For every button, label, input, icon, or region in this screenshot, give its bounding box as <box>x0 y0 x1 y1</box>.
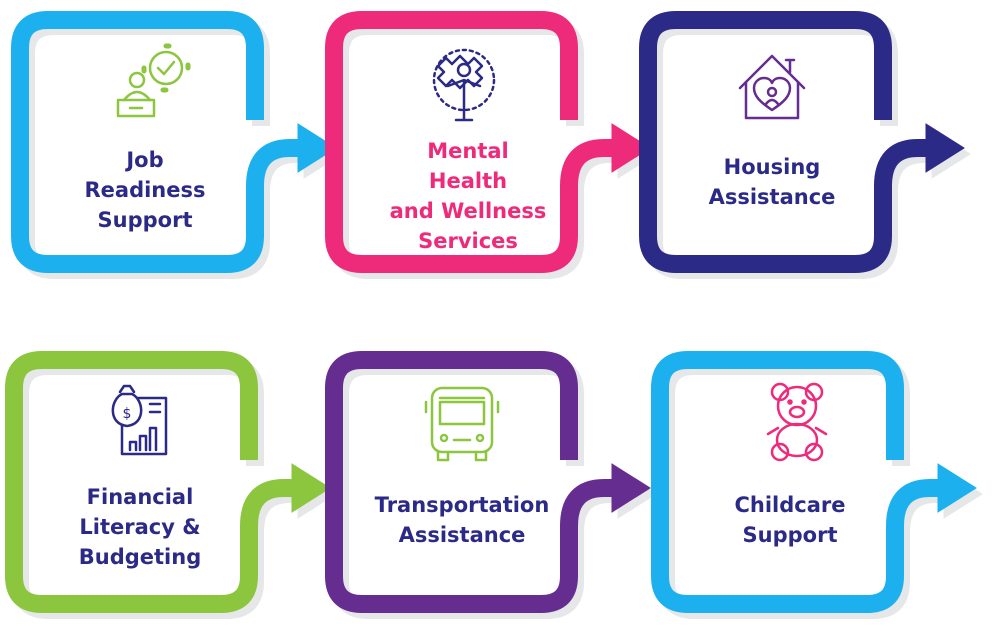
step-label-job-readiness: Job Readiness Support <box>84 148 206 232</box>
step-label-mental-health: Mental Health and Wellness Services <box>389 139 547 253</box>
teddy-bear-icon <box>766 382 828 462</box>
step-label-childcare: Childcare Support <box>734 493 846 547</box>
person-brain-puzzle-icon <box>432 48 496 122</box>
step-label-housing: Housing Assistance <box>708 155 836 209</box>
step-label-financial-literacy: Financial Literacy & Budgeting <box>78 485 202 569</box>
house-heart-icon <box>738 54 806 120</box>
money-bag-chart-icon: $ <box>111 384 168 456</box>
step-frame-housing <box>648 20 970 270</box>
presenter-gear-check-icon <box>116 43 191 118</box>
step-frame-transportation <box>334 360 656 610</box>
dollar-glyph: $ <box>123 406 132 422</box>
bus-icon <box>424 386 500 462</box>
step-label-transportation: Transportation Assistance <box>374 493 550 547</box>
